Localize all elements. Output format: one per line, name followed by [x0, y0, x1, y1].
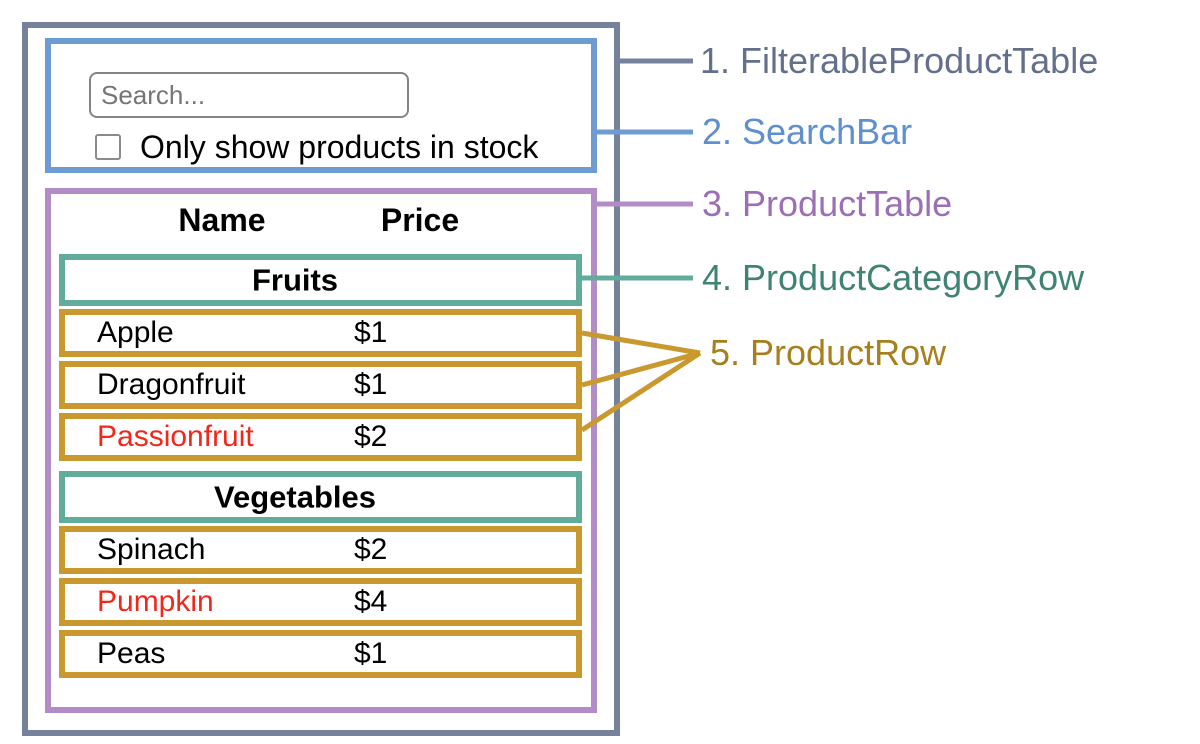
category-label: Vegetables — [214, 479, 376, 515]
product-price: $2 — [354, 420, 388, 453]
column-header-price: Price — [380, 202, 460, 238]
product-table-box — [45, 188, 597, 713]
column-header-name: Name — [178, 202, 266, 238]
annotation-filterable-product-table: 1. FilterableProductTable — [700, 40, 1099, 81]
annotation-product-table: 3. ProductTable — [702, 183, 953, 224]
product-name-highlighted: Passionfruit — [97, 420, 254, 453]
product-row: Apple $1 — [59, 309, 582, 357]
product-price: $1 — [354, 637, 388, 670]
category-row: Fruits — [59, 254, 582, 306]
product-row: Peas $1 — [59, 630, 582, 678]
product-row: Dragonfruit $1 — [59, 361, 582, 409]
annotation-product-category-row: 4. ProductCategoryRow — [702, 257, 1085, 298]
product-row: Spinach $2 — [59, 526, 582, 574]
product-name: Peas — [97, 637, 166, 670]
product-name-highlighted: Pumpkin — [97, 585, 214, 618]
search-input[interactable] — [89, 72, 409, 118]
product-row: Passionfruit $2 — [59, 413, 582, 461]
in-stock-checkbox-label: Only show products in stock — [140, 129, 539, 165]
annotation-product-row: 5. ProductRow — [710, 332, 947, 373]
search-bar-box — [45, 38, 597, 173]
product-name: Apple — [97, 316, 174, 349]
annotation-search-bar: 2. SearchBar — [702, 111, 913, 152]
product-row: Pumpkin $4 — [59, 578, 582, 626]
product-name: Spinach — [97, 533, 206, 566]
product-name: Dragonfruit — [97, 368, 246, 401]
in-stock-checkbox[interactable] — [95, 134, 121, 160]
product-price: $2 — [354, 533, 388, 566]
product-price: $4 — [354, 585, 388, 618]
category-label: Fruits — [251, 262, 339, 298]
product-price: $1 — [354, 368, 388, 401]
category-row: Vegetables — [59, 471, 582, 523]
product-price: $1 — [354, 316, 388, 349]
